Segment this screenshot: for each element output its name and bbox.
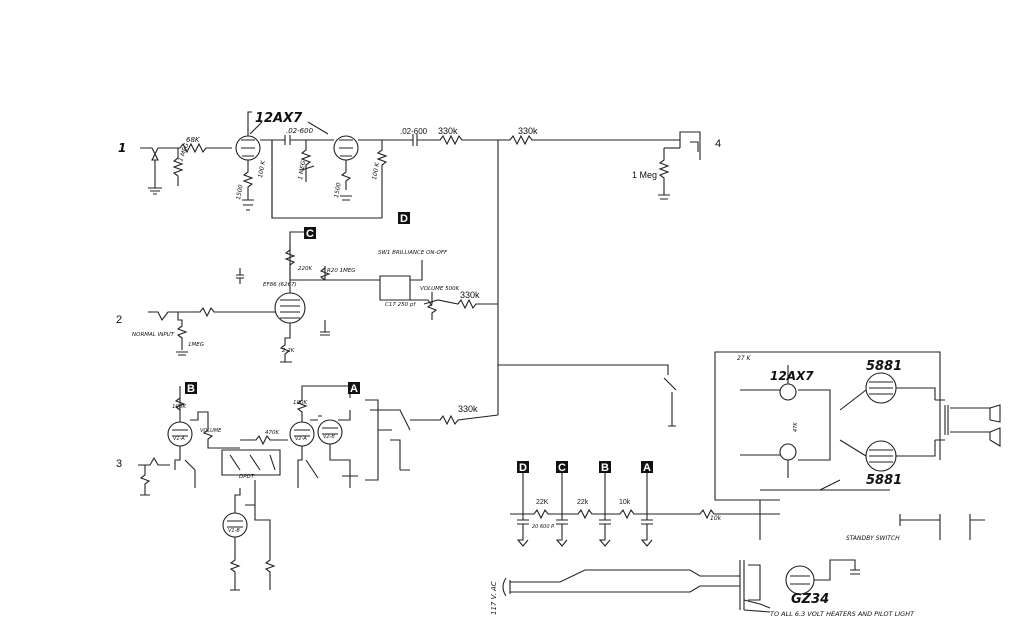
coupling-cap-label: .02-600 bbox=[400, 127, 428, 136]
ps-r-c: 22k bbox=[577, 499, 589, 506]
stage3-v2a: V2-A bbox=[295, 436, 307, 442]
stage2-grid-r: 1MEG bbox=[188, 342, 204, 348]
stage1-cath-r1: 1500 bbox=[235, 184, 245, 200]
svg-text:D: D bbox=[400, 213, 408, 225]
ps-r-a: 10k bbox=[710, 515, 722, 522]
stage3-dpdt: DPDT bbox=[239, 474, 255, 480]
mix-resistor-1-label: 330k bbox=[438, 126, 458, 136]
power-amp-27k: 27 K bbox=[737, 355, 752, 362]
marker-b: B bbox=[185, 382, 197, 395]
stage3-r2: 470K bbox=[265, 430, 279, 436]
stage-4-number: 4 bbox=[715, 138, 721, 150]
heater-note: TO ALL 6.3 VOLT HEATERS AND PILOT LIGHT bbox=[770, 610, 915, 618]
stage1-pot: 1 MEG bbox=[297, 160, 307, 181]
power-supply-markers bbox=[517, 461, 653, 473]
svg-text:B: B bbox=[187, 383, 195, 395]
stage1-plate-r1: 100 K bbox=[257, 159, 267, 178]
stage-1-number: 1 bbox=[118, 141, 126, 155]
power-tube-bottom: 5881 bbox=[866, 473, 902, 488]
ps-marker-d: D bbox=[519, 462, 527, 474]
power-amp bbox=[714, 351, 1001, 540]
stage3-r1: 100K bbox=[172, 404, 186, 410]
mix-resistor-4-label: 330k bbox=[518, 126, 538, 136]
stage3-v1a: V1-A bbox=[173, 436, 185, 442]
stage2-input: NORMAL INPUT bbox=[132, 332, 175, 338]
rectifier-tube: GZ34 bbox=[791, 592, 829, 607]
stage1-cap-label: .02-600 bbox=[286, 127, 314, 135]
stage2-cath-r: 2.2K bbox=[282, 348, 295, 354]
stage1-in-res-label: 68K bbox=[186, 136, 201, 144]
tube-label-leader bbox=[249, 121, 329, 135]
stage2-tube-label: EF86 (6267) bbox=[263, 282, 297, 288]
stage1-input bbox=[140, 142, 232, 195]
stage2-volume: VOLUME 500K bbox=[420, 286, 460, 292]
ps-cap-1: 20 600 P. bbox=[532, 524, 555, 530]
marker-a-stage3: A bbox=[348, 382, 360, 395]
svg-text:C: C bbox=[306, 228, 314, 240]
tube-v1b bbox=[333, 135, 359, 161]
stage3-vol: VOLUME bbox=[200, 428, 222, 434]
mains-label: 117 V. AC bbox=[490, 581, 498, 615]
marker-d-top: D bbox=[398, 212, 410, 225]
power-amp-gain-r: 47K bbox=[793, 422, 799, 432]
stage2-circuit bbox=[148, 231, 498, 363]
stage2-screen-r: R20 1MEG bbox=[327, 268, 356, 274]
output-pot-label: 1 Meg bbox=[632, 170, 657, 180]
ps-r-d: 22K bbox=[536, 499, 549, 506]
mix-resistor-3-label: 330k bbox=[458, 404, 478, 414]
stage1-wiring bbox=[242, 134, 498, 219]
power-amp-preamp-tube: 12AX7 bbox=[770, 369, 814, 383]
ps-marker-a: A bbox=[643, 462, 651, 474]
stage2-switch: SW1 BRILLIANCE ON-OFF bbox=[378, 250, 448, 256]
stage1-tube-label: 12AX7 bbox=[255, 111, 303, 126]
ps-marker-b: B bbox=[601, 462, 609, 474]
stage3-circuit bbox=[138, 385, 499, 591]
stage2-plate-r: 220K bbox=[298, 266, 312, 272]
stage1-plate-r2: 100 K bbox=[371, 161, 381, 180]
standby-label: STANDBY SWITCH bbox=[846, 535, 900, 542]
stage3-v2b: V2-B bbox=[323, 434, 335, 440]
mains-rectifier bbox=[502, 559, 860, 613]
ps-marker-c: C bbox=[558, 462, 566, 474]
stage-3-number: 3 bbox=[116, 458, 122, 470]
ps-r-b: 10k bbox=[619, 499, 631, 506]
stage-2-number: 2 bbox=[116, 314, 122, 326]
svg-text:A: A bbox=[350, 383, 358, 395]
power-tube-top: 5881 bbox=[866, 359, 902, 374]
mix-resistor-2-label: 330k bbox=[460, 290, 480, 300]
output-jack bbox=[658, 131, 701, 200]
stage3-v1b: V1-B bbox=[228, 528, 240, 534]
mix-bus bbox=[497, 134, 680, 427]
marker-c: C bbox=[304, 227, 316, 240]
stage2-cap: C17 250 pf bbox=[385, 302, 416, 308]
power-supply-chain bbox=[510, 473, 780, 547]
stage1-cath-r2: 1500 bbox=[333, 182, 343, 198]
stage3-r3: 100K bbox=[293, 400, 307, 406]
stage1-grid-res-label: 1 MEG bbox=[177, 142, 190, 163]
